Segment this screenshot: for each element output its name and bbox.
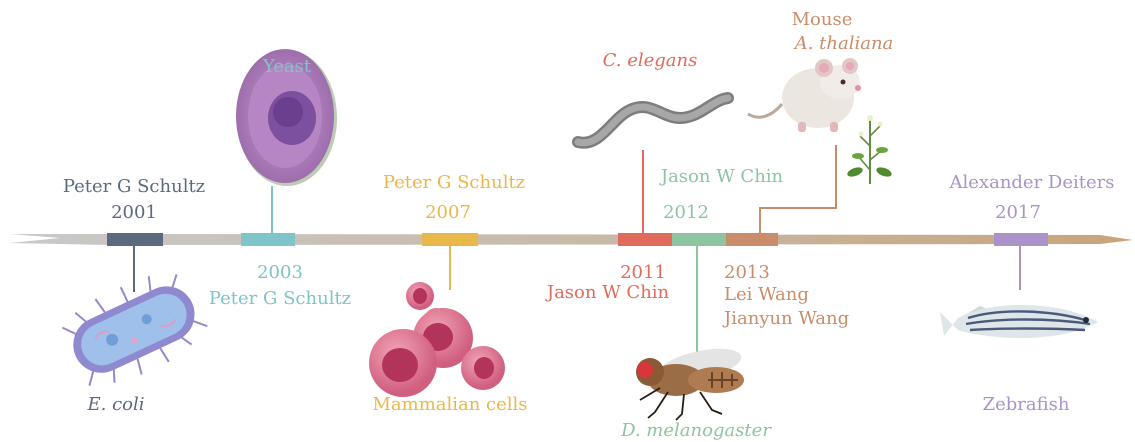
- year-2013: 2013: [724, 262, 770, 284]
- segment-2011: [618, 233, 672, 246]
- author-2007: Peter G Schultz: [383, 172, 525, 194]
- organism-d-melanogaster: D. melanogaster: [621, 420, 771, 442]
- organism-zebrafish: Zebrafish: [983, 394, 1070, 416]
- mouse-illustration: [748, 58, 861, 132]
- c-elegans-illustration: [578, 98, 728, 143]
- segment-2017: [994, 233, 1048, 246]
- d-melanogaster-illustration: [636, 343, 744, 420]
- segment-2003: [241, 233, 295, 246]
- author-2003: Peter G Schultz: [209, 288, 351, 310]
- organism-a-thaliana: A. thaliana: [795, 33, 894, 55]
- e-coli-illustration: [57, 261, 214, 397]
- organism-c-elegans: C. elegans: [603, 50, 698, 72]
- segment-2013: [726, 233, 778, 246]
- organism-e-coli: E. coli: [87, 394, 144, 416]
- organism-mouse: Mouse: [792, 9, 853, 31]
- author-2012: Jason W Chin: [661, 166, 783, 188]
- year-2003: 2003: [257, 262, 303, 284]
- mammalian-cells-illustration: [369, 282, 505, 397]
- author-2011: Jason W Chin: [547, 282, 669, 304]
- year-2007: 2007: [425, 202, 471, 224]
- zebrafish-illustration: [940, 305, 1098, 338]
- author-lei-wang: Lei Wang: [724, 284, 809, 306]
- a-thaliana-illustration: [846, 115, 893, 184]
- connector-2013: [760, 145, 836, 233]
- author-2001: Peter G Schultz: [63, 176, 205, 198]
- author-jianyun-wang: Jianyun Wang: [724, 308, 849, 330]
- segment-2012: [672, 233, 726, 246]
- year-2011: 2011: [620, 262, 666, 284]
- segment-2007: [422, 233, 478, 246]
- organism-mammalian-cells: Mammalian cells: [372, 394, 527, 416]
- author-2017: Alexander Deiters: [950, 172, 1115, 194]
- organism-yeast: Yeast: [263, 56, 311, 78]
- timeline-arrow: [10, 234, 1133, 245]
- segment-2001: [107, 233, 163, 246]
- year-2012: 2012: [663, 202, 709, 224]
- year-2001: 2001: [111, 202, 157, 224]
- year-2017: 2017: [995, 202, 1041, 224]
